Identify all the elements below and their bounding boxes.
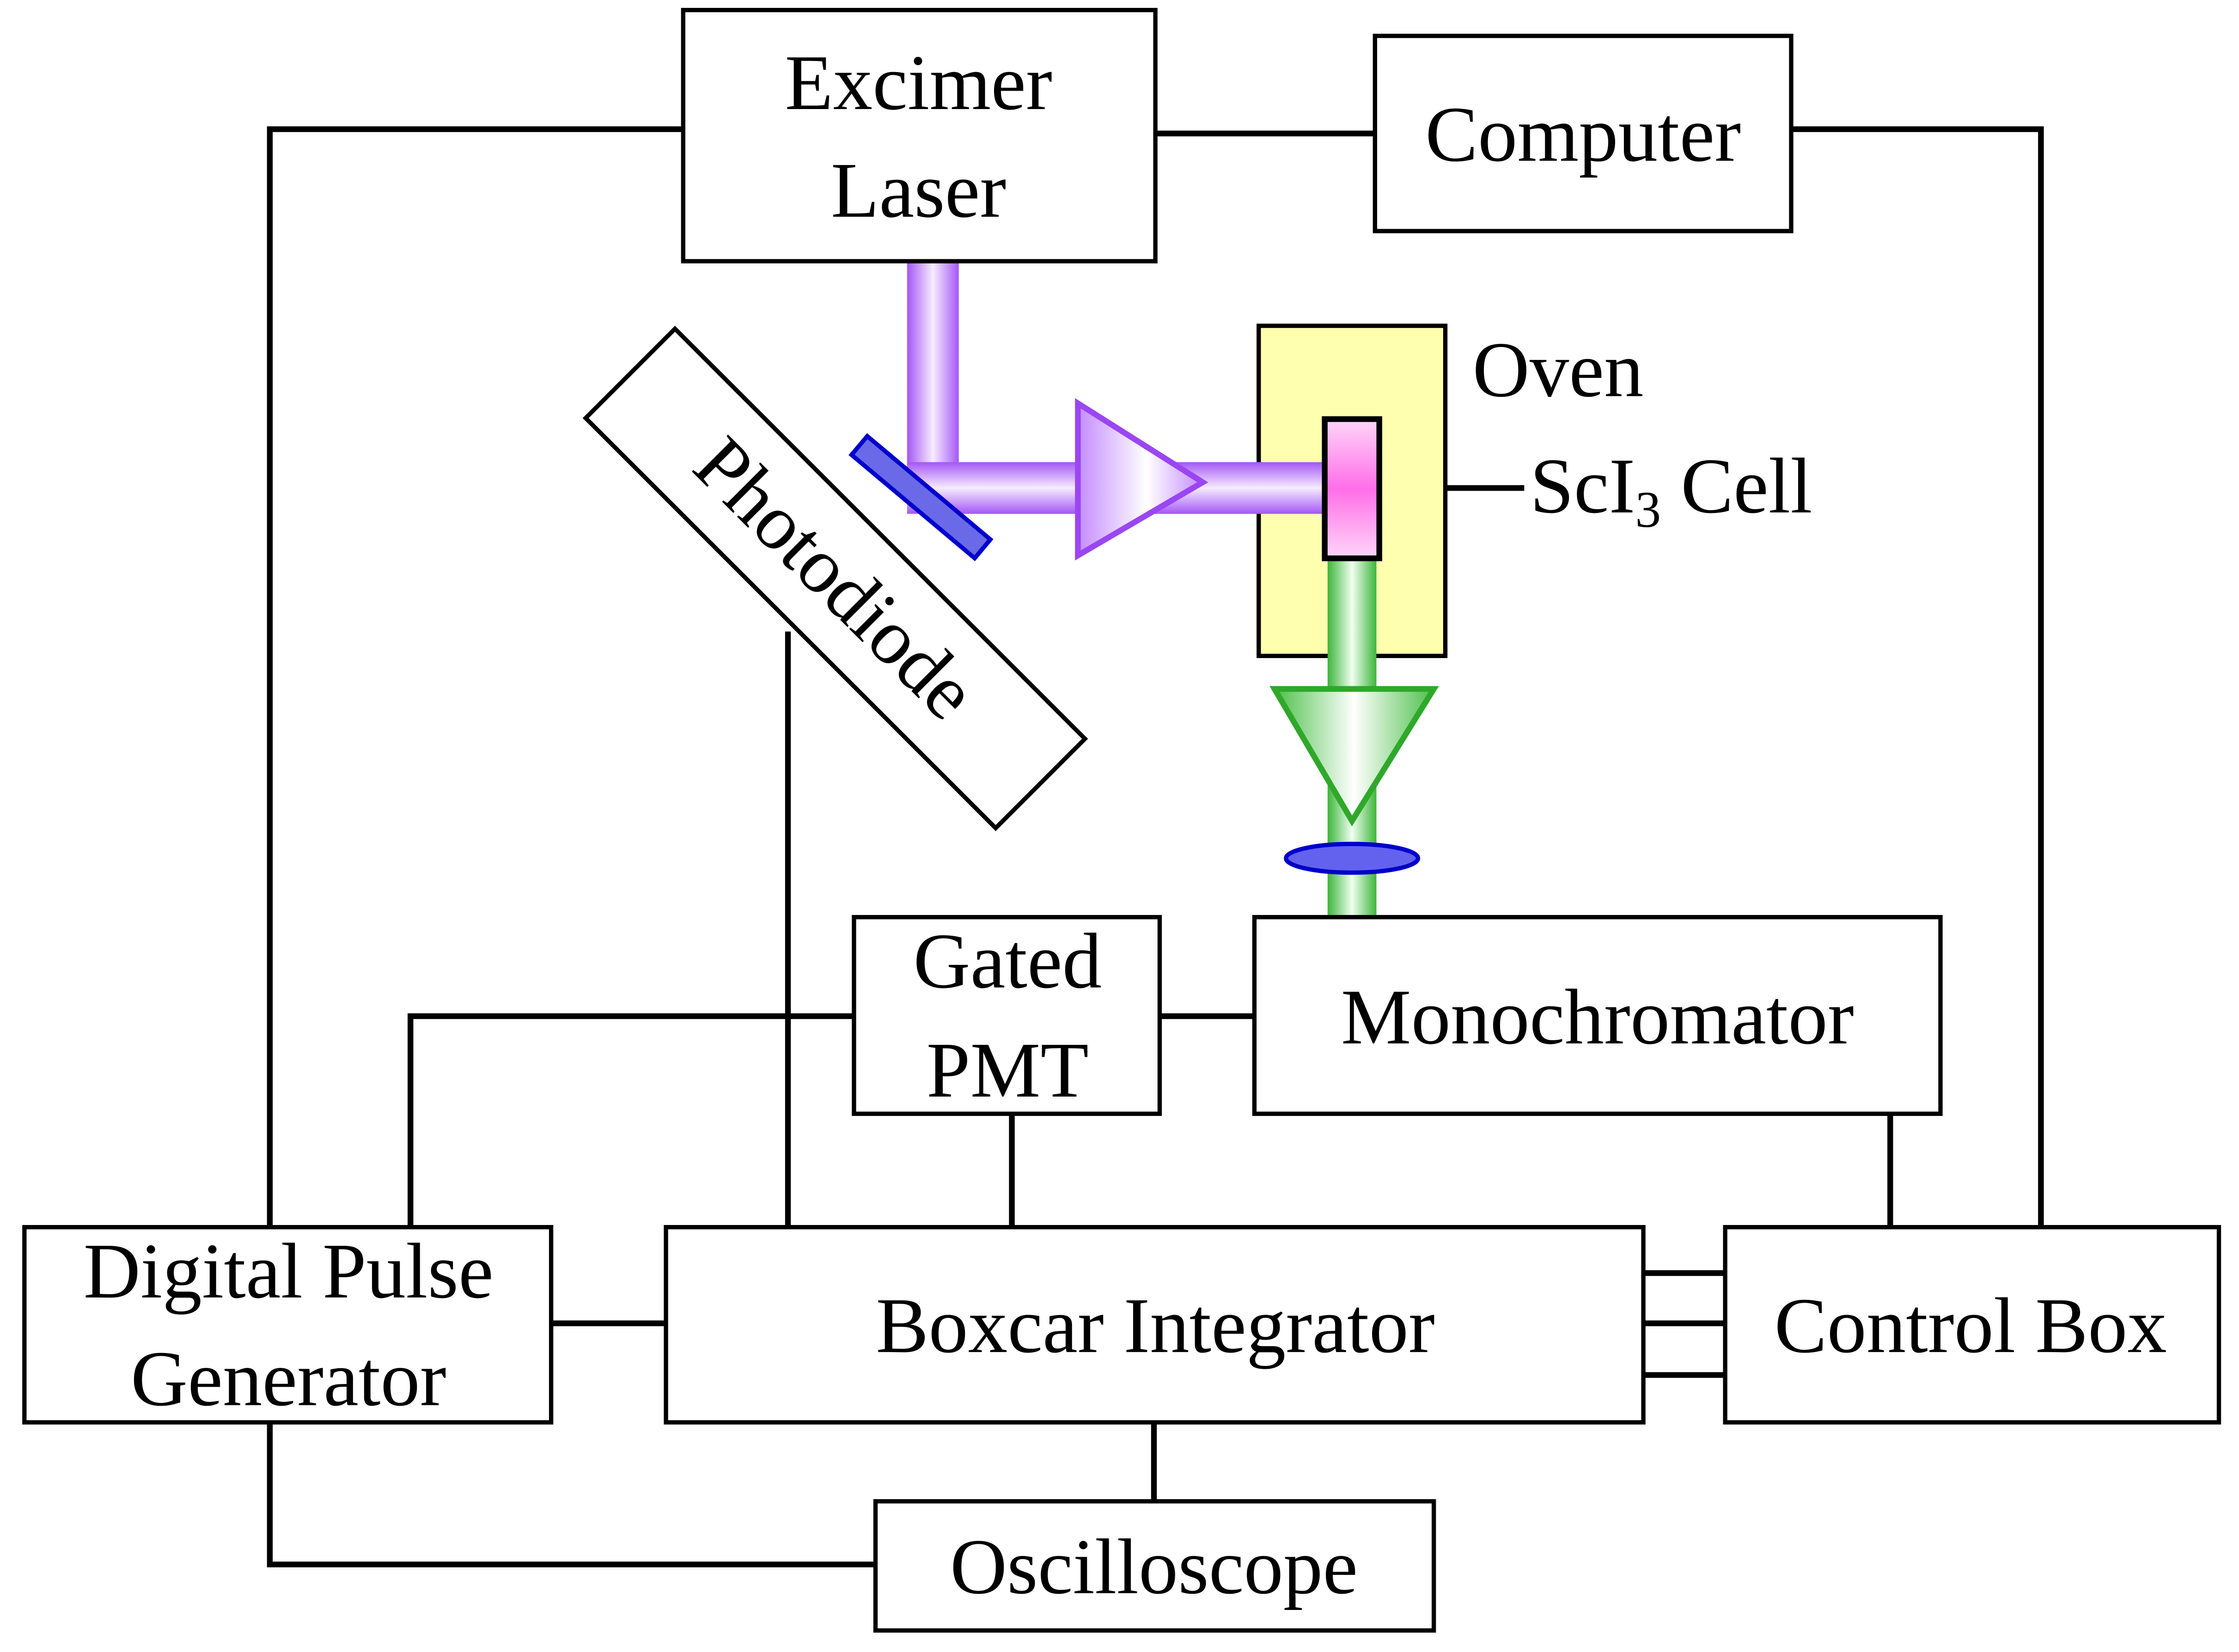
control-box-box: Control Box xyxy=(1723,1225,2221,1425)
laser-beam-vertical xyxy=(907,261,959,494)
gated-pmt-label-line2: PMT xyxy=(927,1026,1089,1114)
fluorescence-collection-prism xyxy=(1269,686,1439,827)
excimer-laser-label-line2: Laser xyxy=(831,146,1006,234)
wire-laser-to-pulse-generator xyxy=(267,126,683,1227)
sci3-cell-label: ScI3 Cell xyxy=(1530,442,1812,538)
excimer-laser-label-line1: Excimer xyxy=(785,39,1052,126)
wire-pulse-generator-to-oscilloscope xyxy=(267,1422,876,1567)
gated-pmt-label-line1: Gated xyxy=(913,917,1102,1005)
control-box-label: Control Box xyxy=(1775,1282,2167,1369)
oscilloscope-label: Oscilloscope xyxy=(950,1523,1358,1610)
sci3-cell xyxy=(1322,416,1382,561)
laser-focusing-prism xyxy=(1075,398,1208,561)
connection-wires xyxy=(267,126,2044,1567)
beam-splitter-mirror xyxy=(848,433,994,561)
photodiode-box: Photodiode xyxy=(582,325,1088,831)
digital-pulse-generator-box: Digital Pulse Generator xyxy=(22,1225,554,1425)
excimer-laser-box: Excimer Laser xyxy=(681,8,1158,263)
monochromator-label: Monochromator xyxy=(1341,973,1854,1061)
digital-pulse-generator-label-line2: Generator xyxy=(131,1335,446,1422)
wire-pmt-to-pulse-generator xyxy=(408,1013,854,1227)
monochromator-box: Monochromator xyxy=(1252,915,1943,1116)
computer-label: Computer xyxy=(1425,91,1741,178)
boxcar-integrator-box: Boxcar Integrator xyxy=(664,1225,1646,1425)
optical-path xyxy=(848,261,1448,917)
collection-lens xyxy=(1284,841,1421,875)
oscilloscope-box: Oscilloscope xyxy=(873,1499,1436,1633)
oven-label: Oven xyxy=(1473,326,1644,413)
boxcar-integrator-label: Boxcar Integrator xyxy=(876,1282,1434,1370)
wire-computer-to-control-box xyxy=(1791,126,2044,1227)
digital-pulse-generator-label-line1: Digital Pulse xyxy=(84,1227,494,1315)
computer-box: Computer xyxy=(1373,33,1794,233)
gated-pmt-box: Gated PMT xyxy=(852,915,1162,1116)
